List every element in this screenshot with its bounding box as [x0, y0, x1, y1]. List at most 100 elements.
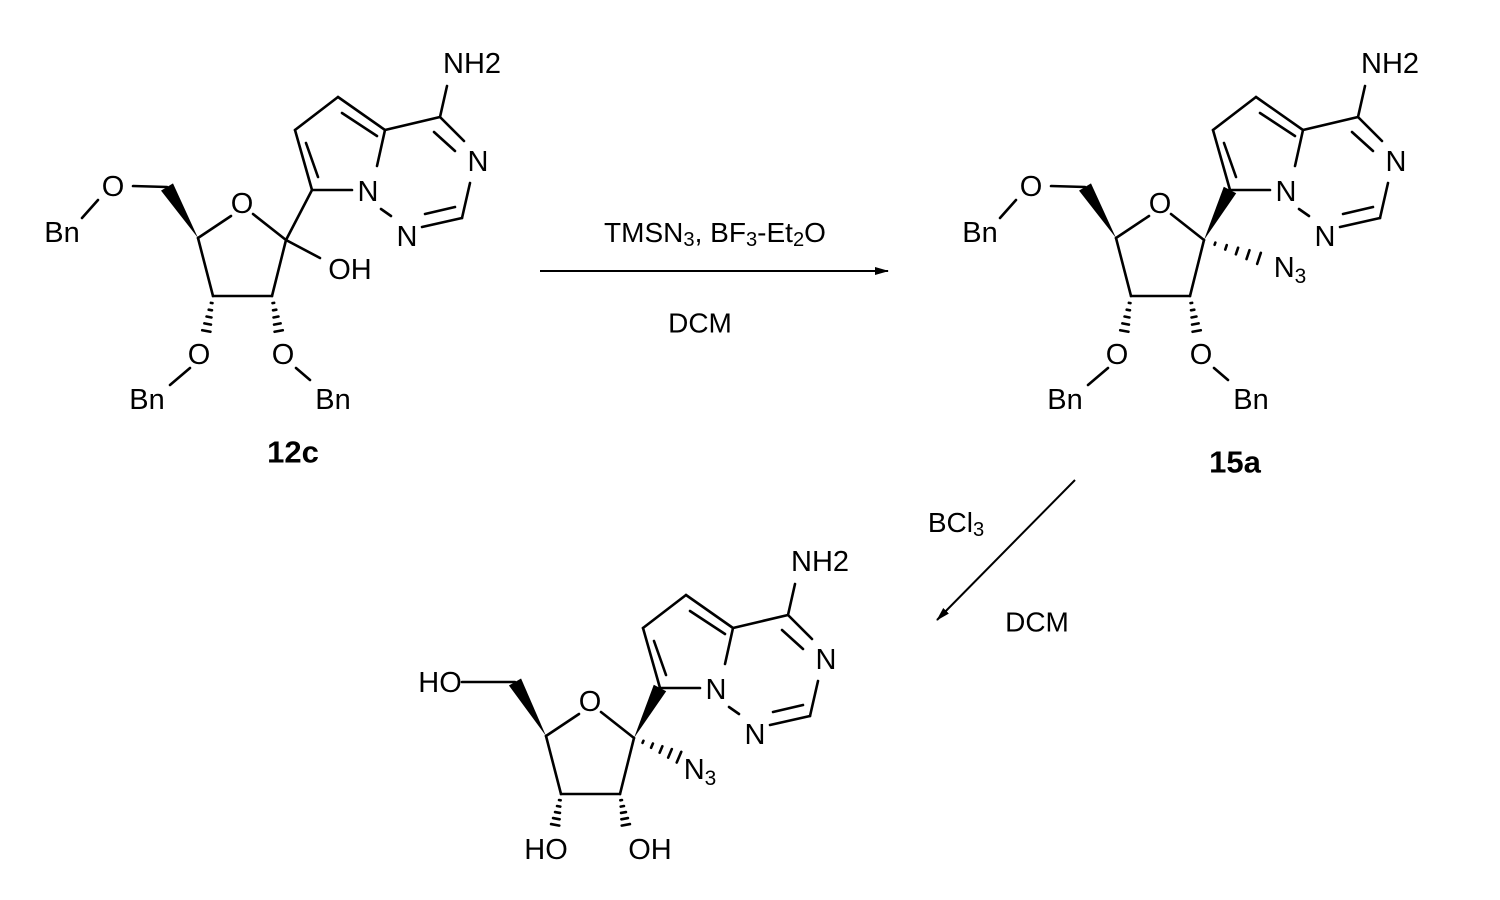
- wedge-bond: [509, 679, 546, 736]
- bond: [286, 240, 320, 258]
- bond: [253, 214, 286, 240]
- atom-label-bn3: Bn: [129, 384, 164, 416]
- atom-label-n2: N: [745, 719, 766, 751]
- bond: [620, 738, 634, 794]
- hashed-bond: [273, 303, 283, 332]
- wedge-bond: [1079, 183, 1116, 238]
- atom-label-n3: N: [468, 146, 489, 178]
- step2-reagents: BCl3: [928, 507, 984, 542]
- hashed-bond: [551, 800, 561, 826]
- compound-12c: OBnOOHNNNNH2OBnOBn12c: [44, 48, 501, 470]
- bond: [198, 216, 231, 238]
- atom-label-bn3: Bn: [1047, 384, 1082, 416]
- atom-label-o-ring: O: [1149, 188, 1172, 220]
- step2-solvent: DCM: [1005, 607, 1069, 638]
- bond: [1000, 200, 1016, 218]
- atom-label-nh2: NH2: [791, 546, 849, 578]
- bond: [601, 712, 634, 738]
- hashed-bond: [1191, 303, 1201, 332]
- compound-15a: OBnON3NNNNH2OBnOBn15a: [962, 48, 1419, 480]
- atom-label-bn2: Bn: [315, 384, 350, 416]
- bond: [422, 218, 462, 227]
- bond: [377, 130, 385, 166]
- bond: [1358, 86, 1365, 117]
- bond: [1171, 214, 1204, 240]
- bond: [1299, 209, 1309, 216]
- bond: [643, 595, 686, 628]
- atom-label-n2: N: [1315, 221, 1336, 253]
- bond: [198, 238, 213, 296]
- atom-label-bn5: Bn: [962, 217, 997, 249]
- atom-label-o2: O: [272, 339, 295, 371]
- hashed-bond: [1120, 303, 1130, 332]
- atom-label-n2: N: [397, 221, 418, 253]
- atom-label-nh2: NH2: [1361, 48, 1419, 80]
- wedge-bond: [634, 685, 666, 738]
- bond: [1116, 238, 1131, 296]
- bond: [770, 716, 810, 725]
- bond: [546, 736, 561, 794]
- bond: [295, 97, 338, 130]
- bond: [725, 628, 733, 664]
- bond: [773, 705, 803, 712]
- atom-label-ho5: HO: [418, 667, 462, 699]
- compound-label: 15a: [1209, 445, 1261, 480]
- atom-label-o3: O: [1106, 339, 1129, 371]
- atom-label-ho3: HO: [524, 834, 568, 866]
- bond: [546, 714, 579, 736]
- bond: [1260, 113, 1295, 136]
- bond: [1380, 183, 1388, 218]
- bond: [1295, 130, 1303, 166]
- atom-label-n3: N: [816, 644, 837, 676]
- atom-label-oh1: OH: [328, 254, 372, 286]
- bond: [1190, 240, 1204, 296]
- atom-label-azide: N3: [1274, 252, 1307, 288]
- bond: [462, 183, 470, 218]
- atom-label-bn5: Bn: [44, 217, 79, 249]
- hashed-bond: [1215, 243, 1261, 264]
- bond: [690, 611, 725, 634]
- bond: [643, 628, 660, 688]
- bond: [1213, 130, 1230, 190]
- wedge-bond: [161, 183, 198, 238]
- bond: [381, 209, 391, 216]
- bond: [286, 190, 312, 240]
- bond: [434, 132, 455, 151]
- atom-label-nh2: NH2: [443, 48, 501, 80]
- product-compound: HOON3NNNNH2HOOH: [418, 546, 849, 866]
- atom-label-o-ring: O: [579, 686, 602, 718]
- bond: [788, 615, 812, 639]
- hashed-bond: [202, 303, 212, 332]
- bond: [1051, 186, 1085, 187]
- bond: [440, 86, 447, 117]
- step1-reagents: TMSN3, BF3-Et2O: [604, 217, 826, 252]
- atom-label-azide: N3: [684, 754, 717, 790]
- step1-solvent: DCM: [668, 308, 732, 339]
- bond: [133, 186, 167, 187]
- atom-label-o-ring: O: [231, 188, 254, 220]
- hashed-bond: [620, 800, 630, 826]
- atom-label-n1: N: [1276, 176, 1297, 208]
- bonds: [462, 584, 818, 826]
- atom-label-o2: O: [1190, 339, 1213, 371]
- bond: [1213, 97, 1256, 130]
- bond: [1340, 218, 1380, 227]
- atom-label-n1: N: [358, 176, 379, 208]
- bond: [272, 240, 286, 296]
- reaction-arrow-step2: [937, 480, 1075, 620]
- bond: [342, 113, 377, 136]
- bond: [425, 207, 455, 214]
- compound-label: 12c: [267, 435, 319, 470]
- bond: [1214, 368, 1228, 380]
- atom-label-o5: O: [1020, 171, 1043, 203]
- bond: [296, 368, 310, 380]
- bond: [782, 630, 803, 649]
- bond: [733, 615, 788, 628]
- bond: [788, 584, 795, 615]
- hashed-bond: [643, 741, 682, 763]
- bond: [1343, 207, 1373, 214]
- atom-label-oh2: OH: [628, 834, 672, 866]
- atom-label-o3: O: [188, 339, 211, 371]
- bond: [1303, 117, 1358, 130]
